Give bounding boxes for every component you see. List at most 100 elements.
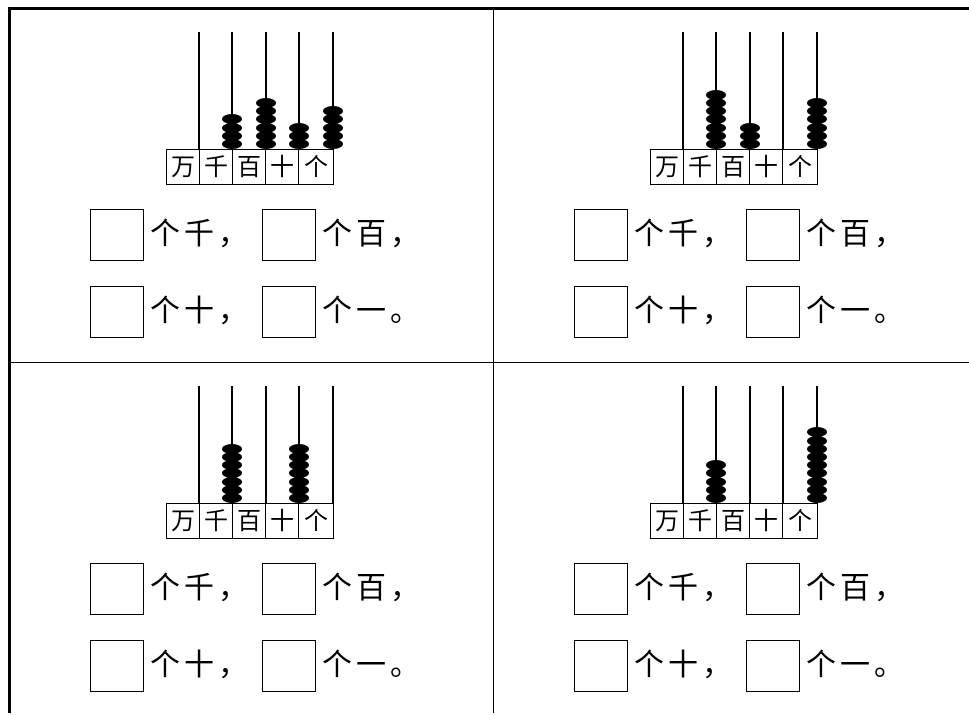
abacus-bead xyxy=(255,98,276,108)
place-label-bai: 百 xyxy=(717,150,750,184)
sheet-border-left xyxy=(8,7,11,713)
abacus-bead xyxy=(289,493,309,503)
abacus-bead xyxy=(222,484,242,495)
panel-divider-vertical xyxy=(493,9,494,713)
prompt-hundreds: 个百， xyxy=(806,217,908,252)
answer-line-hundreds: 个百， xyxy=(262,207,424,263)
abacus-bead xyxy=(222,114,242,125)
abacus-bead xyxy=(289,139,309,149)
abacus-bead xyxy=(806,130,827,141)
answer-line-tens: 个十， xyxy=(90,638,252,694)
place-label-qian: 千 xyxy=(684,504,717,538)
answer-box-hundreds[interactable] xyxy=(262,209,316,261)
problem-panel: 万 千 百 十 个 个千， 个百， 个十， 个一。 xyxy=(10,363,494,715)
answer-line-tens: 个十， xyxy=(574,638,736,694)
abacus-bead xyxy=(322,114,343,125)
abacus-bead xyxy=(806,114,827,125)
answer-box-ones[interactable] xyxy=(262,286,316,338)
place-label-bai: 百 xyxy=(233,150,266,184)
answer-line-ones: 个一。 xyxy=(262,638,424,694)
prompt-thousands: 个千， xyxy=(150,217,252,252)
answer-box-thousands[interactable] xyxy=(90,563,144,615)
answer-box-tens[interactable] xyxy=(90,640,144,692)
place-label-qian: 千 xyxy=(684,150,717,184)
place-label-wan: 万 xyxy=(651,150,684,184)
abacus-bead xyxy=(255,122,276,133)
prompt-tens: 个十， xyxy=(150,294,252,329)
abacus-bead xyxy=(222,122,242,133)
panel-divider-horizontal xyxy=(10,362,969,363)
abacus-bead xyxy=(739,139,760,149)
prompt-ones: 个一。 xyxy=(806,294,908,329)
abacus-bead xyxy=(806,452,827,462)
prompt-ones: 个一。 xyxy=(322,648,424,683)
answer-line-ones: 个一。 xyxy=(262,284,424,340)
answer-box-ones[interactable] xyxy=(262,640,316,692)
abacus-bead xyxy=(222,468,242,479)
abacus-bead xyxy=(806,460,827,471)
abacus-bead xyxy=(806,493,827,503)
prompt-thousands: 个千， xyxy=(150,571,252,606)
abacus-bead xyxy=(806,139,827,149)
abacus-bead xyxy=(706,476,726,487)
place-value-labels: 万 千 百 十 个 xyxy=(166,149,334,185)
abacus-bead xyxy=(222,452,242,462)
prompt-tens: 个十， xyxy=(634,648,736,683)
abacus-bead xyxy=(806,484,827,495)
abacus xyxy=(10,363,494,563)
abacus-rod xyxy=(782,386,784,503)
sheet-border-top xyxy=(8,7,969,10)
answer-box-hundreds[interactable] xyxy=(746,563,800,615)
place-label-wan: 万 xyxy=(651,504,684,538)
abacus-bead xyxy=(222,460,242,471)
abacus-rod xyxy=(331,386,334,503)
abacus xyxy=(494,9,969,209)
abacus xyxy=(10,9,494,209)
answer-box-tens[interactable] xyxy=(574,286,628,338)
abacus-bead xyxy=(706,130,726,141)
abacus-bead xyxy=(806,98,827,108)
answer-box-ones[interactable] xyxy=(746,286,800,338)
abacus-bead xyxy=(806,476,827,487)
abacus-rod xyxy=(748,386,751,503)
abacus-bead xyxy=(222,139,242,149)
prompt-hundreds: 个百， xyxy=(322,571,424,606)
answer-box-tens[interactable] xyxy=(574,640,628,692)
place-label-shi: 十 xyxy=(750,504,783,538)
abacus-bead xyxy=(255,130,276,141)
place-label-shi: 十 xyxy=(266,504,299,538)
prompt-tens: 个十， xyxy=(150,648,252,683)
place-label-qian: 千 xyxy=(200,150,233,184)
abacus-bead xyxy=(706,468,726,479)
answer-line-thousands: 个千， xyxy=(90,207,252,263)
place-label-ge: 个 xyxy=(304,153,328,181)
abacus-bead xyxy=(806,435,827,446)
answer-box-tens[interactable] xyxy=(90,286,144,338)
abacus-bead xyxy=(289,443,309,454)
place-label-ge: 个 xyxy=(788,153,812,181)
answer-box-thousands[interactable] xyxy=(90,209,144,261)
answer-line-thousands: 个千， xyxy=(574,561,736,617)
answer-line-tens: 个十， xyxy=(90,284,252,340)
prompt-thousands: 个千， xyxy=(634,217,736,252)
abacus-bead xyxy=(222,476,242,487)
answer-box-thousands[interactable] xyxy=(574,209,628,261)
abacus-bead xyxy=(806,106,827,117)
answer-box-hundreds[interactable] xyxy=(262,563,316,615)
prompt-hundreds: 个百， xyxy=(806,571,908,606)
place-value-labels: 万 千 百 十 个 xyxy=(166,503,334,539)
abacus-rod xyxy=(197,386,200,503)
answer-box-thousands[interactable] xyxy=(574,563,628,615)
answer-box-ones[interactable] xyxy=(746,640,800,692)
abacus-rod xyxy=(264,386,267,503)
abacus-rod xyxy=(197,32,200,149)
place-label-ge: 个 xyxy=(788,507,812,535)
place-label-bai: 百 xyxy=(233,504,266,538)
abacus-bead xyxy=(289,122,309,133)
abacus-bead xyxy=(289,130,309,141)
problem-panel: 万 千 百 十 个 个千， 个百， 个十， 个一。 xyxy=(494,9,969,361)
abacus-bead xyxy=(255,139,276,149)
answer-line-ones: 个一。 xyxy=(746,284,908,340)
answer-box-hundreds[interactable] xyxy=(746,209,800,261)
place-label-ge: 个 xyxy=(304,507,328,535)
